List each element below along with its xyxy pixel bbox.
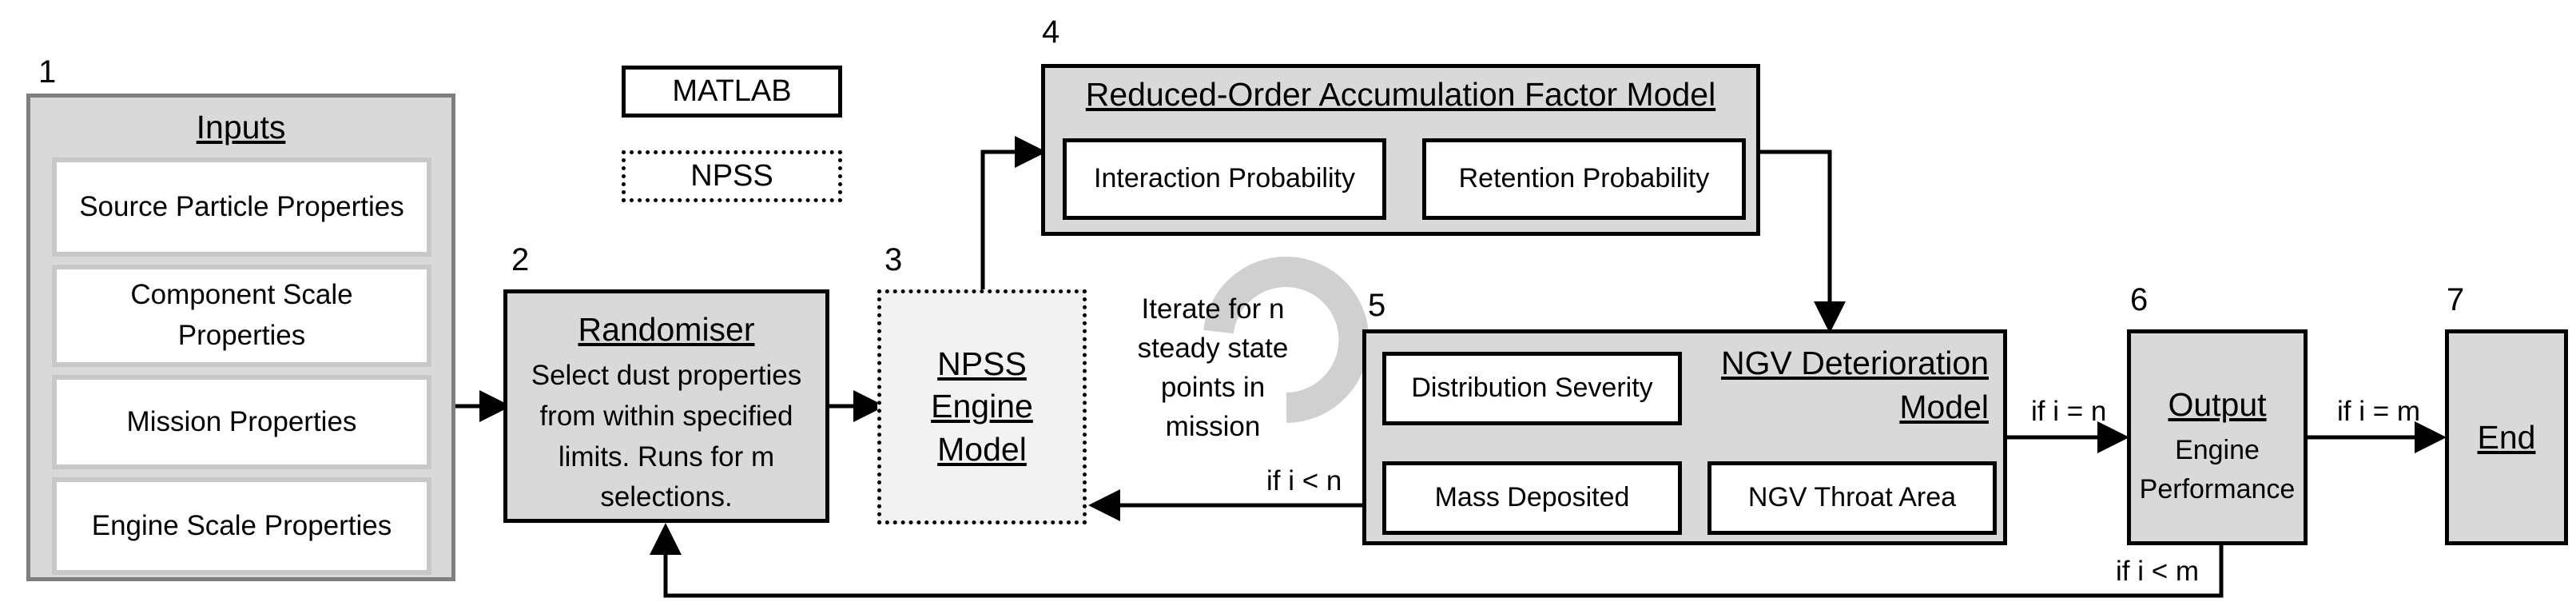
output-description: Engine Performance [2139,435,2296,505]
randomiser-box: Randomiser Select dust properties from w… [503,289,829,523]
condition-i-equals-n: if i = n [2031,396,2107,427]
mass-deposited-label: Mass Deposited [1434,482,1630,513]
step-number-7: 7 [2447,282,2465,317]
npss-engine-title-line: Model [937,430,1027,468]
end-box: End [2445,329,2568,545]
randomiser-title: Randomiser [578,311,755,348]
ngv-model-title-line: NGV Deterioration [1721,345,1989,381]
arrow-output-to-randomiser [650,523,2224,598]
step-number-2: 2 [511,242,530,277]
input-item-label: Engine Scale Properties [91,509,392,541]
step-number-6: 6 [2130,282,2149,317]
input-item: Engine Scale Properties [52,477,431,575]
ngv-model-title-line: Model [1899,389,1989,426]
output-box: Output Engine Performance [2127,329,2308,545]
distribution-severity-box: Distribution Severity [1382,352,1682,425]
legend-npss-label: NPSS [690,158,773,193]
retention-probability-box: Retention Probability [1422,138,1746,220]
step-number-5: 5 [1368,288,1386,323]
interaction-probability-box: Interaction Probability [1063,138,1386,220]
legend-matlab: MATLAB [622,66,842,118]
distribution-severity-label: Distribution Severity [1411,373,1653,404]
inputs-panel: Inputs Source Particle Properties Compon… [26,94,455,581]
input-item-label: Component Scale Properties [130,279,353,351]
step-number-3: 3 [885,242,903,277]
ngv-throat-area-label: NGV Throat Area [1747,482,1957,513]
accumulation-model-box: Reduced-Order Accumulation Factor Model … [1041,64,1760,236]
mass-deposited-box: Mass Deposited [1382,461,1682,535]
iterate-note: Iterate for n steady state points in mis… [1137,293,1289,442]
input-item: Component Scale Properties [52,265,431,367]
npss-engine-title: NPSS Engine Model [931,343,1033,471]
legend-npss: NPSS [622,150,842,202]
step-number-4: 4 [1042,14,1060,50]
interaction-probability-label: Interaction Probability [1094,163,1355,194]
ngv-model-box: NGV Deterioration Model Distribution Sev… [1362,329,2007,545]
inputs-title: Inputs [196,109,286,146]
legend-matlab-label: MATLAB [672,74,792,108]
step-number-1: 1 [38,54,57,90]
input-item-label: Mission Properties [126,405,357,437]
input-item-label: Source Particle Properties [79,190,404,222]
condition-i-equals-m: if i = m [2337,396,2421,427]
end-title: End [2477,418,2536,456]
npss-engine-title-line: Engine [931,388,1033,425]
loop-icon [1203,257,1369,423]
condition-i-less-n: if i < n [1266,465,1342,496]
input-item: Mission Properties [52,375,431,469]
accumulation-model-title: Reduced-Order Accumulation Factor Model [1085,76,1716,113]
ngv-throat-area-box: NGV Throat Area [1707,461,1997,535]
input-item: Source Particle Properties [52,157,431,257]
npss-engine-title-line: NPSS [937,345,1027,383]
condition-i-less-m: if i < m [2116,556,2200,587]
arrow-accumulation-to-ngv [1760,150,1846,333]
ngv-model-title: NGV Deterioration Model [1721,341,1989,430]
randomiser-description: Select dust properties from within speci… [531,360,802,513]
retention-probability-label: Retention Probability [1458,163,1710,194]
npss-engine-box: NPSS Engine Model [877,289,1087,524]
arrow-engine-to-accumulation [980,136,1047,289]
output-title: Output [2168,386,2267,423]
